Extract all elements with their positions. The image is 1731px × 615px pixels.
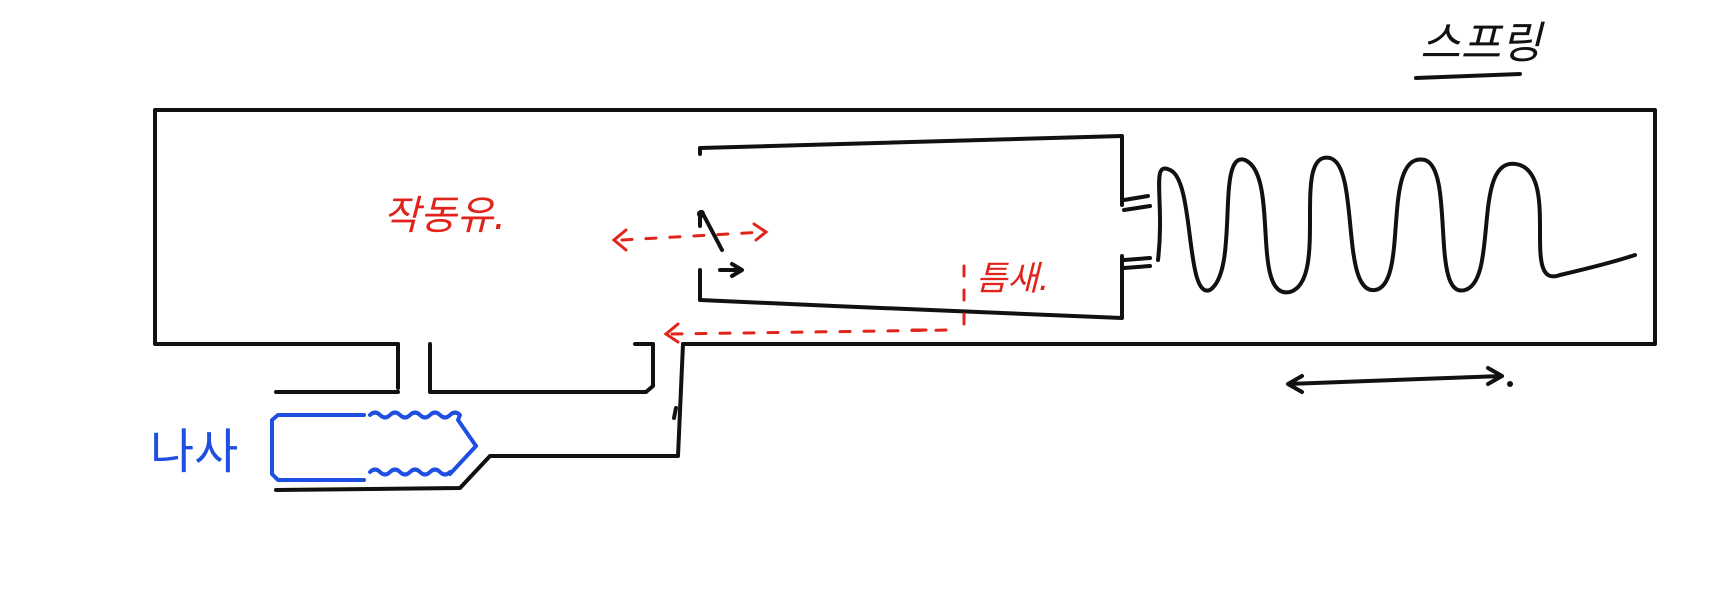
gap-flow-line: [670, 328, 952, 336]
piston-gap-pointer: [700, 210, 744, 278]
spring-motion-dot: [1507, 381, 1513, 387]
piston-gap-dot: [697, 210, 705, 218]
spring-motion-arrow: [1286, 366, 1504, 394]
leak-arrow-right-head: [752, 222, 769, 242]
cylinder-housing: [153, 108, 1657, 346]
spring-label-underline: [1414, 72, 1522, 80]
screw-thread-top: [368, 410, 478, 448]
working-fluid-label: 작동유.: [383, 193, 507, 239]
piston-body: [698, 134, 1124, 320]
port-right-wall: [428, 342, 655, 394]
return-channel: [274, 342, 685, 492]
screw-label: 나사: [150, 424, 239, 480]
spring-coil: [1156, 155, 1637, 295]
leak-arrow-left-head: [611, 228, 628, 252]
piston-rod-upper: [1122, 194, 1152, 270]
return-channel-mark: [672, 406, 678, 420]
port-left-wall: [274, 342, 400, 394]
gap-flow-head: [663, 322, 680, 344]
gap-label: 틈새.: [976, 259, 1050, 299]
screw-body: [270, 413, 366, 482]
screw-thread-bottom: [368, 444, 478, 477]
spring-label: 스프링: [1420, 18, 1542, 69]
leak-arrow-line: [620, 230, 766, 242]
